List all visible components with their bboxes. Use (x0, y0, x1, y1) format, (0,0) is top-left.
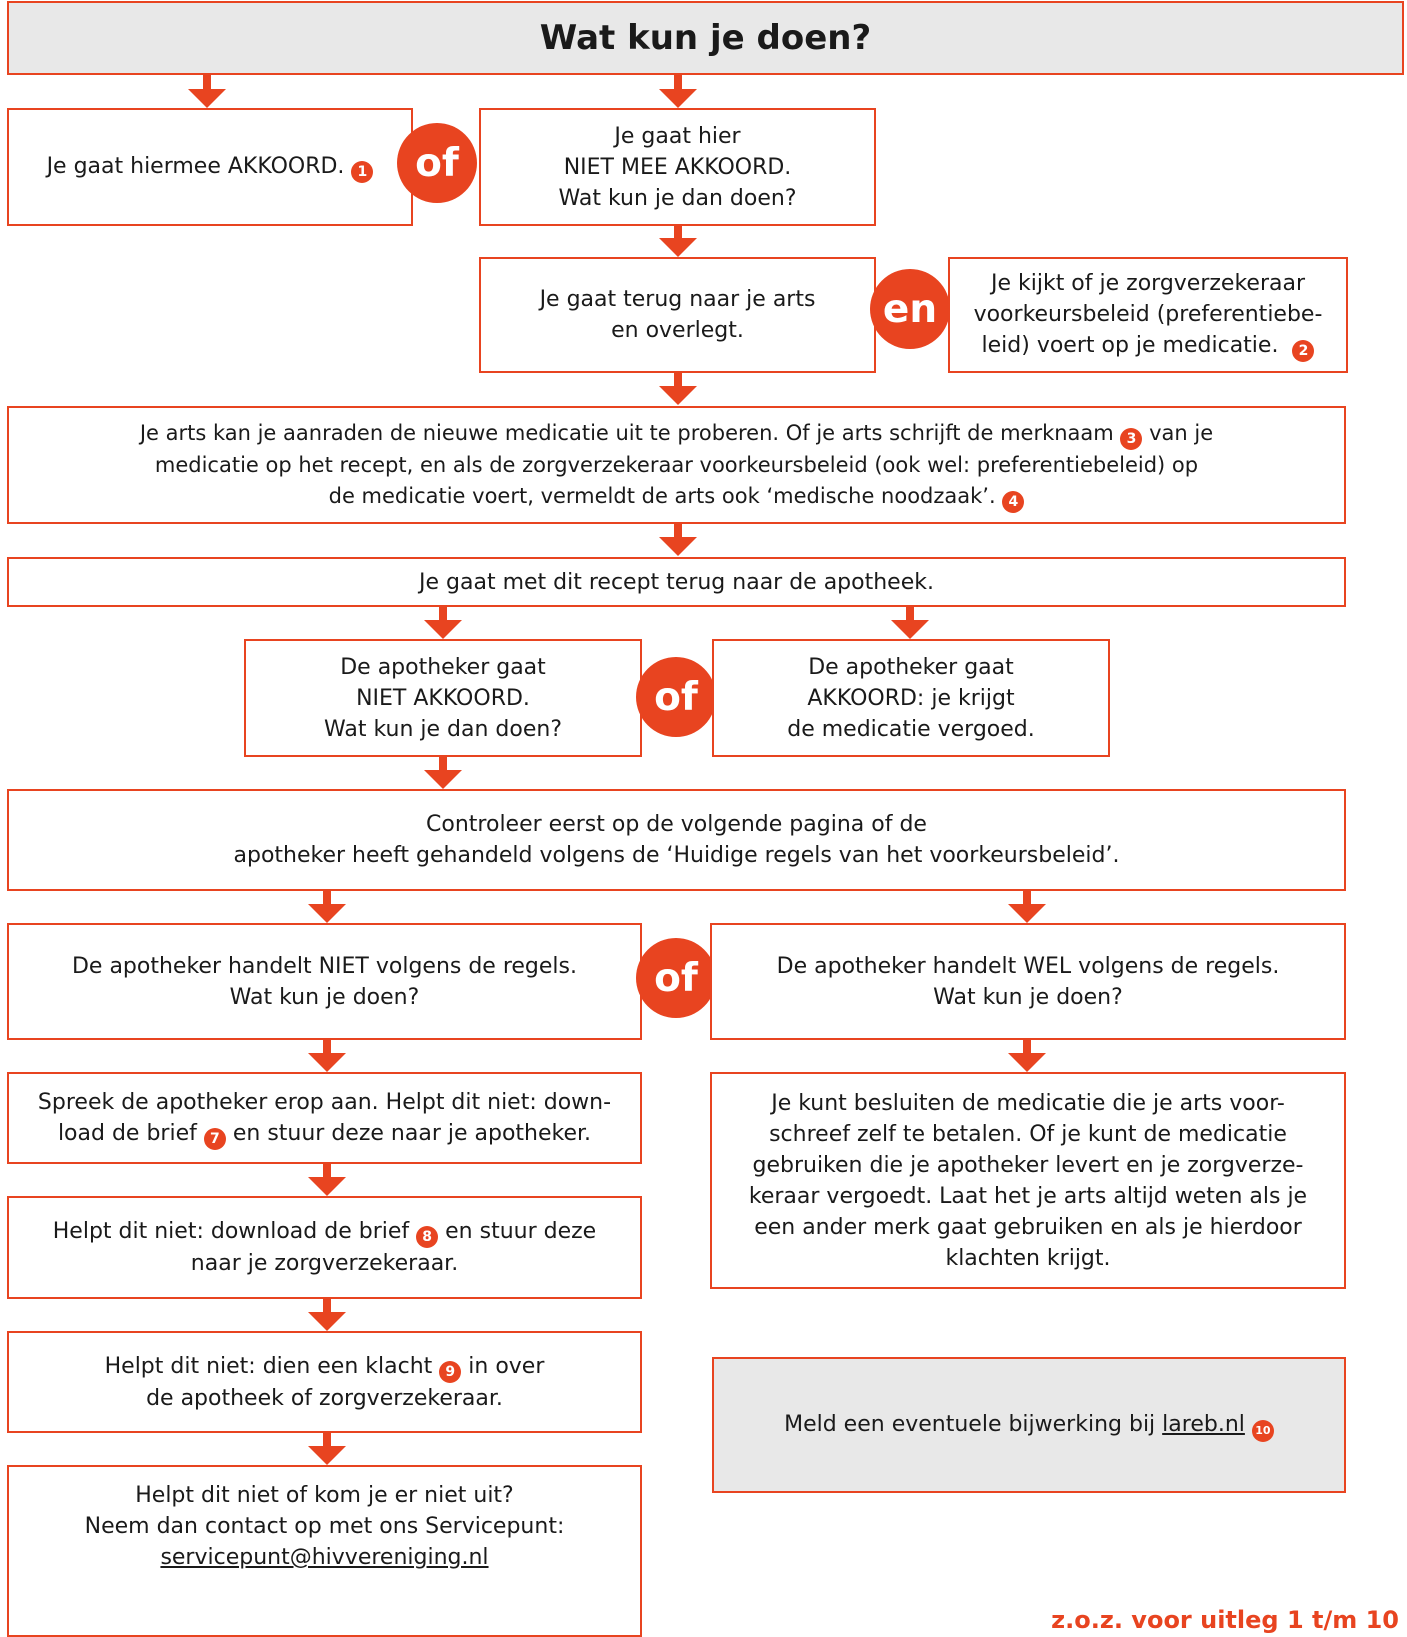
text-line: schreef zelf te betalen. Of je kunt de m… (769, 1121, 1287, 1147)
connector-of: of (397, 123, 477, 203)
text-line: medicatie op het recept, en als de zorgv… (154, 452, 1199, 477)
step-handelt-niet: De apotheker handelt NIET volgens de reg… (7, 923, 642, 1040)
text-line: load de brief 7 en stuur deze naar je ap… (38, 1118, 611, 1150)
text-line: De apotheker gaat (808, 654, 1014, 680)
text-line-part: de medicatie voert, vermeldt de arts ook… (328, 483, 996, 508)
text-line: NIET AKKOORD. (356, 685, 530, 711)
text-line: Wat kun je doen? (229, 984, 420, 1010)
text-line: Wat kun je doen? (933, 984, 1123, 1010)
text-line-part: Je arts kan je aanraden de nieuwe medica… (139, 420, 1114, 445)
text-line: De apotheker handelt WEL volgens de rege… (776, 953, 1280, 979)
text-line: gebruiken die je apotheker levert en je … (752, 1152, 1304, 1178)
step-brief-zorgverzekeraar: Helpt dit niet: download de brief 8 en s… (7, 1196, 642, 1299)
text-line-part: en stuur deze naar je apotheker. (232, 1120, 592, 1146)
step-controleer: Controleer eerst op de volgende pagina o… (7, 789, 1346, 891)
footer-note: z.o.z. voor uitleg 1 t/m 10 (1051, 1606, 1399, 1634)
text-line: voorkeursbeleid (preferentiebe- (973, 302, 1323, 327)
text-line-part: Helpt dit niet: download de brief (52, 1219, 410, 1244)
text-line: Spreek de apotheker erop aan. Helpt dit … (37, 1089, 612, 1115)
badge-3: 3 (1120, 427, 1143, 450)
step-akkoord-text: Je gaat hiermee AKKOORD. (46, 154, 345, 179)
text-line: de medicatie voert, vermeldt de arts ook… (140, 481, 1213, 513)
connector-of: of (636, 938, 716, 1018)
step-terug-arts: Je gaat terug naar je arts en overlegt. (479, 257, 876, 373)
text-line: Helpt dit niet: dien een klacht 9 in ove… (104, 1351, 545, 1383)
text-line-part: load de brief (57, 1120, 197, 1146)
badge-2: 2 (1292, 340, 1315, 362)
text-line: NIET MEE AKKOORD. (563, 154, 792, 180)
text-line-part: en stuur deze (445, 1219, 597, 1244)
step-niet-akkoord: Je gaat hier NIET MEE AKKOORD. Wat kun j… (479, 108, 876, 226)
text-line: Helpt dit niet of kom je er niet uit? (135, 1483, 514, 1508)
badge-1: 1 (351, 161, 374, 183)
step-bijwerking: Meld een eventuele bijwerking bij lareb.… (712, 1357, 1346, 1493)
step-akkoord: Je gaat hiermee AKKOORD. 1 (7, 108, 413, 226)
text-line-part: in over (468, 1353, 545, 1379)
step-arts-advies: Je arts kan je aanraden de nieuwe medica… (7, 406, 1346, 524)
text-line: keraar vergoedt. Laat het je arts altijd… (748, 1183, 1308, 1209)
connector-of: of (636, 657, 716, 737)
text-line: leid) voert op je medicatie. 2 (974, 330, 1323, 362)
text-line-part: Helpt dit niet: dien een klacht (104, 1353, 433, 1379)
bijwerking-text: Meld een eventuele bijwerking bij (784, 1411, 1156, 1437)
step-contact: Helpt dit niet of kom je er niet uit? Ne… (7, 1465, 642, 1637)
step-zorgverzekeraar: Je kijkt of je zorgverzekeraar voorkeurs… (948, 257, 1348, 373)
step-apotheker-niet-akkoord: De apotheker gaat NIET AKKOORD. Wat kun … (244, 639, 642, 757)
badge-7: 7 (203, 1127, 226, 1150)
text-line: Wat kun je dan doen? (324, 716, 562, 742)
step-handelt-wel: De apotheker handelt WEL volgens de rege… (710, 923, 1346, 1040)
step-klacht: Helpt dit niet: dien een klacht 9 in ove… (7, 1331, 642, 1433)
text-line: Neem dan contact op met ons Servicepunt: (84, 1514, 565, 1539)
text-line: apotheker heeft gehandeld volgens de ‘Hu… (233, 843, 1120, 868)
step-apotheker-akkoord: De apotheker gaat AKKOORD: je krijgt de … (712, 639, 1110, 757)
text-line-part: van je (1149, 420, 1214, 445)
lareb-link[interactable]: lareb.nl (1162, 1411, 1245, 1437)
text-line: klachten krijgt. (945, 1245, 1111, 1271)
badge-4: 4 (1002, 490, 1025, 513)
badge-10: 10 (1251, 1419, 1274, 1442)
text-line: AKKOORD: je krijgt (807, 685, 1015, 711)
text-line: een ander merk gaat gebruiken en als je … (754, 1214, 1302, 1240)
text-line: Wat kun je dan doen? (558, 185, 797, 211)
step-zelf-betalen: Je kunt besluiten de medicatie die je ar… (710, 1072, 1346, 1289)
text-line: De apotheker gaat (340, 654, 546, 680)
diagram-title: Wat kun je doen? (7, 1, 1404, 75)
text-line: Je kijkt of je zorgverzekeraar (990, 271, 1306, 296)
text-line: Helpt dit niet: download de brief 8 en s… (53, 1216, 596, 1248)
text-line: Je gaat terug naar je arts (539, 287, 816, 312)
text-line: Je arts kan je aanraden de nieuwe medica… (140, 418, 1213, 450)
servicepunt-email-link[interactable]: servicepunt@hivvereniging.nl (160, 1545, 489, 1570)
text-line: de apotheek of zorgverzekeraar. (146, 1385, 503, 1411)
text-line: Je gaat hier (614, 123, 741, 149)
text-line-part: leid) voert op je medicatie. (981, 333, 1279, 358)
text-line: de medicatie vergoed. (787, 716, 1035, 742)
text-line: Je kunt besluiten de medicatie die je ar… (771, 1090, 1285, 1116)
text-line: Controleer eerst op de volgende pagina o… (426, 812, 927, 837)
text-line: naar je zorgverzekeraar. (190, 1251, 459, 1276)
step-apotheek: Je gaat met dit recept terug naar de apo… (7, 557, 1346, 607)
text-line: De apotheker handelt NIET volgens de reg… (71, 953, 578, 979)
step-spreek-aan: Spreek de apotheker erop aan. Helpt dit … (7, 1072, 642, 1164)
text-line: en overlegt. (611, 318, 744, 343)
badge-8: 8 (416, 1226, 439, 1248)
connector-en: en (870, 269, 950, 349)
badge-9: 9 (439, 1360, 462, 1383)
